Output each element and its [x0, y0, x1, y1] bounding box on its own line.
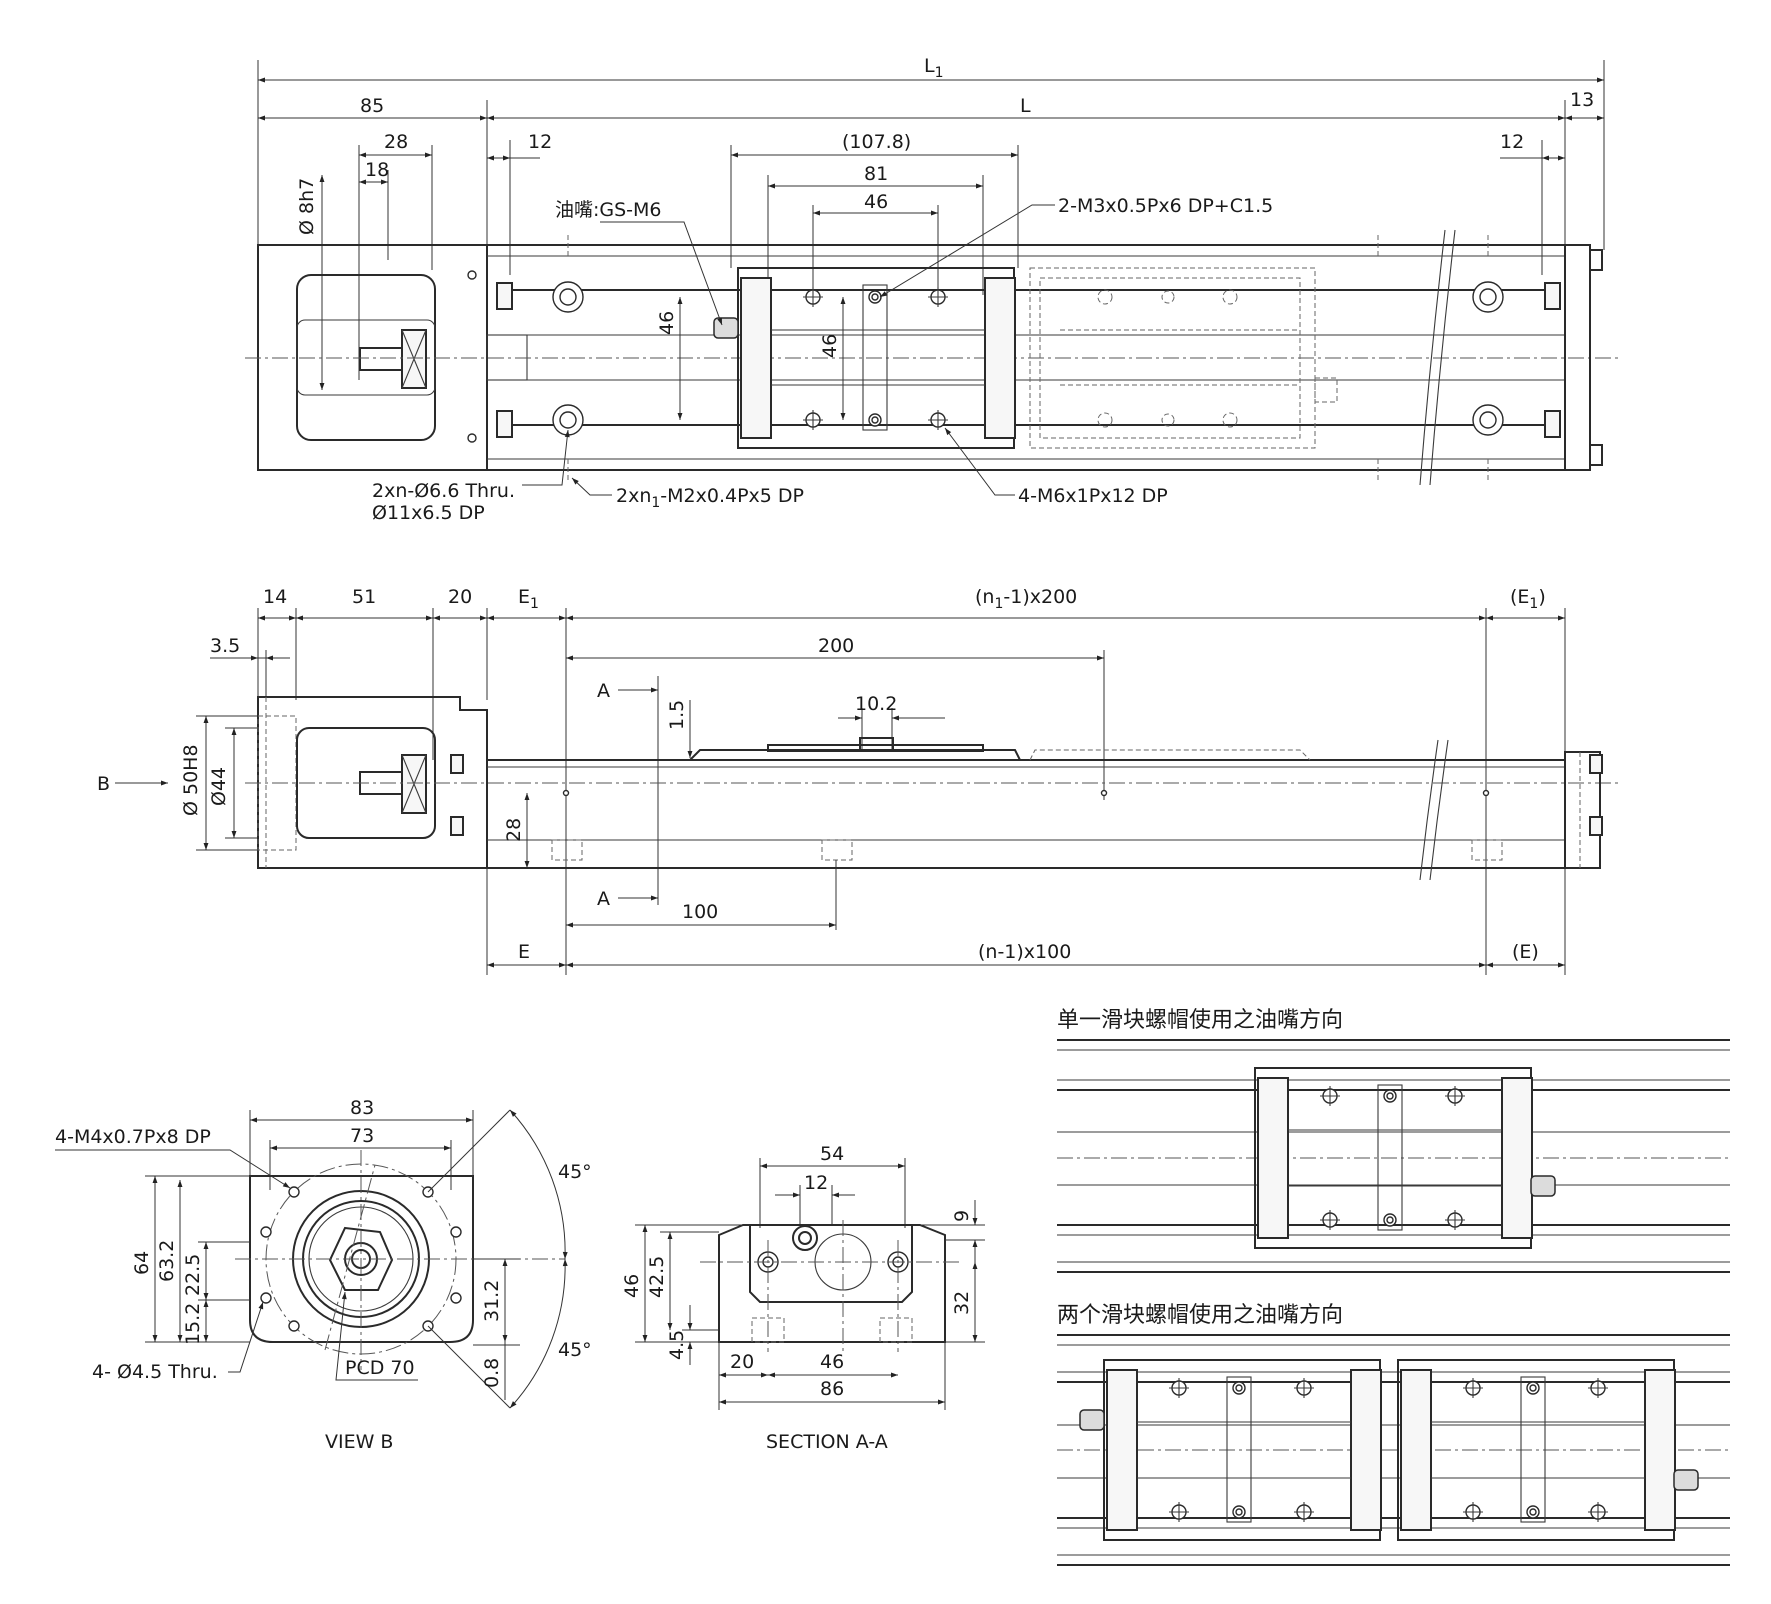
dim-63-2: 63.2 [156, 1240, 178, 1282]
side-view: 14 51 20 E1 (n1-1)x200 (E1) 3.5 200 A A … [97, 586, 1620, 975]
dim-0-8: 0.8 [481, 1358, 503, 1388]
dim-12-right: 12 [1500, 131, 1524, 153]
callout-thru-2: Ø11x6.5 DP [372, 502, 485, 524]
dim-73: 73 [350, 1125, 374, 1147]
section-aa: 54 12 9 32 46 [621, 1143, 985, 1453]
callout-thru: 4- Ø4.5 Thru. [92, 1361, 218, 1383]
dim-46: 46 [621, 1274, 643, 1298]
angle-top: 45° [558, 1161, 592, 1183]
detail-single: 单一滑块螺帽使用之油嘴方向 [1057, 1008, 1730, 1273]
detail-double-grease-nipple-2 [1673, 1469, 1699, 1491]
dim-12-left: 12 [528, 131, 552, 153]
dim-107-8: (107.8) [842, 131, 911, 153]
dim-20: 20 [730, 1351, 754, 1373]
dim-42-5: 42.5 [646, 1256, 668, 1298]
dim-4-5: 4.5 [666, 1330, 688, 1360]
caption-view-b: VIEW B [325, 1431, 393, 1453]
dim-pilot-dia: Ø44 [208, 767, 230, 806]
dim-64: 64 [131, 1251, 153, 1275]
dim-28: 28 [384, 131, 408, 153]
dim-3-5: 3.5 [210, 635, 240, 657]
motor-flange-side [257, 696, 488, 869]
view-b-thru-holes [260, 1226, 462, 1304]
caption-section-aa: SECTION A-A [766, 1431, 888, 1453]
thru-hole-3 [1472, 281, 1504, 313]
callout-grease-nipple: 油嘴:GS-M6 [555, 199, 662, 221]
dim-l1: L1 [924, 55, 944, 81]
dim-e1-right: (E1) [1510, 586, 1546, 612]
dim-13: 13 [1570, 89, 1594, 111]
dim-46-v-a: 46 [656, 311, 678, 335]
dim-e1: E1 [518, 586, 539, 612]
dim-100: 100 [682, 901, 718, 923]
dim-l: L [1020, 95, 1031, 117]
dim-e-right: (E) [1512, 941, 1539, 963]
dim-14: 14 [263, 586, 287, 608]
dim-200: 200 [818, 635, 854, 657]
callout-thru-1: 2xn-Ø6.6 Thru. [372, 480, 515, 502]
dim-46-h: 46 [864, 191, 888, 213]
dim-15-2: 15.2 [182, 1303, 204, 1345]
detail-double-title: 两个滑块螺帽使用之油嘴方向 [1057, 1303, 1343, 1328]
dim-28: 28 [503, 818, 525, 842]
dim-46-w: 46 [820, 1351, 844, 1373]
dim-20: 20 [448, 586, 472, 608]
input-shaft [359, 347, 403, 371]
dim-46-v-b: 46 [819, 334, 841, 358]
dim-51: 51 [352, 586, 376, 608]
dim-pitch-200: (n1-1)x200 [975, 586, 1077, 612]
dim-12: 12 [804, 1172, 828, 1194]
rail-body-side [486, 759, 1566, 869]
top-view: L1 85 L 13 12 12 (107.8) 81 46 [245, 55, 1620, 524]
dim-54: 54 [820, 1143, 844, 1165]
dim-86: 86 [820, 1378, 844, 1400]
callout-m4: 4-M4x0.7Px8 DP [55, 1126, 211, 1148]
detail-single-title: 单一滑块螺帽使用之油嘴方向 [1057, 1008, 1343, 1033]
rail-body-top [486, 244, 1566, 471]
dim-18: 18 [365, 159, 389, 181]
view-b: 83 73 45° 45° [55, 1097, 592, 1453]
callout-m6: 4-M6x1Px12 DP [1018, 485, 1168, 507]
dim-1-5: 1.5 [666, 700, 688, 730]
callout-m3: 2-M3x0.5Px6 DP+C1.5 [1058, 195, 1273, 217]
dim-9: 9 [951, 1210, 973, 1222]
dim-81: 81 [864, 163, 888, 185]
dim-32: 32 [951, 1291, 973, 1315]
thru-hole-1 [552, 281, 584, 313]
dim-22-5: 22.5 [182, 1254, 204, 1296]
dim-83: 83 [350, 1097, 374, 1119]
end-cap-side [1564, 751, 1601, 869]
end-cap-top [1564, 244, 1591, 471]
dim-31-2: 31.2 [481, 1280, 503, 1322]
slider-m6-holes [803, 287, 948, 430]
view-mark-b: B [97, 773, 110, 795]
detail-single-grease-nipple [1530, 1175, 1556, 1197]
angle-bottom: 45° [558, 1339, 592, 1361]
dim-flange-dia: Ø 50H8 [180, 744, 202, 816]
section-slider [749, 1224, 913, 1303]
section-mark-top: A [597, 680, 610, 702]
grease-nipple [713, 317, 739, 339]
phantom-slider [1029, 267, 1316, 449]
callout-m2: 2xn1-M2x0.4Px5 DP [616, 485, 804, 511]
dim-e: E [518, 941, 530, 963]
detail-double-grease-nipple-1 [1079, 1409, 1105, 1431]
thru-hole-4 [1472, 404, 1504, 436]
view-b-flange [249, 1175, 474, 1343]
dim-pitch-100: (n-1)x100 [978, 941, 1071, 963]
section-mark-bottom: A [597, 888, 610, 910]
thru-hole-2 [552, 404, 584, 436]
callout-pcd: PCD 70 [345, 1357, 415, 1379]
dim-85: 85 [360, 95, 384, 117]
dim-10-2: 10.2 [855, 693, 897, 715]
dim-shaft-dia: Ø 8h7 [296, 178, 318, 235]
detail-double: 两个滑块螺帽使用之油嘴方向 [1057, 1303, 1730, 1566]
